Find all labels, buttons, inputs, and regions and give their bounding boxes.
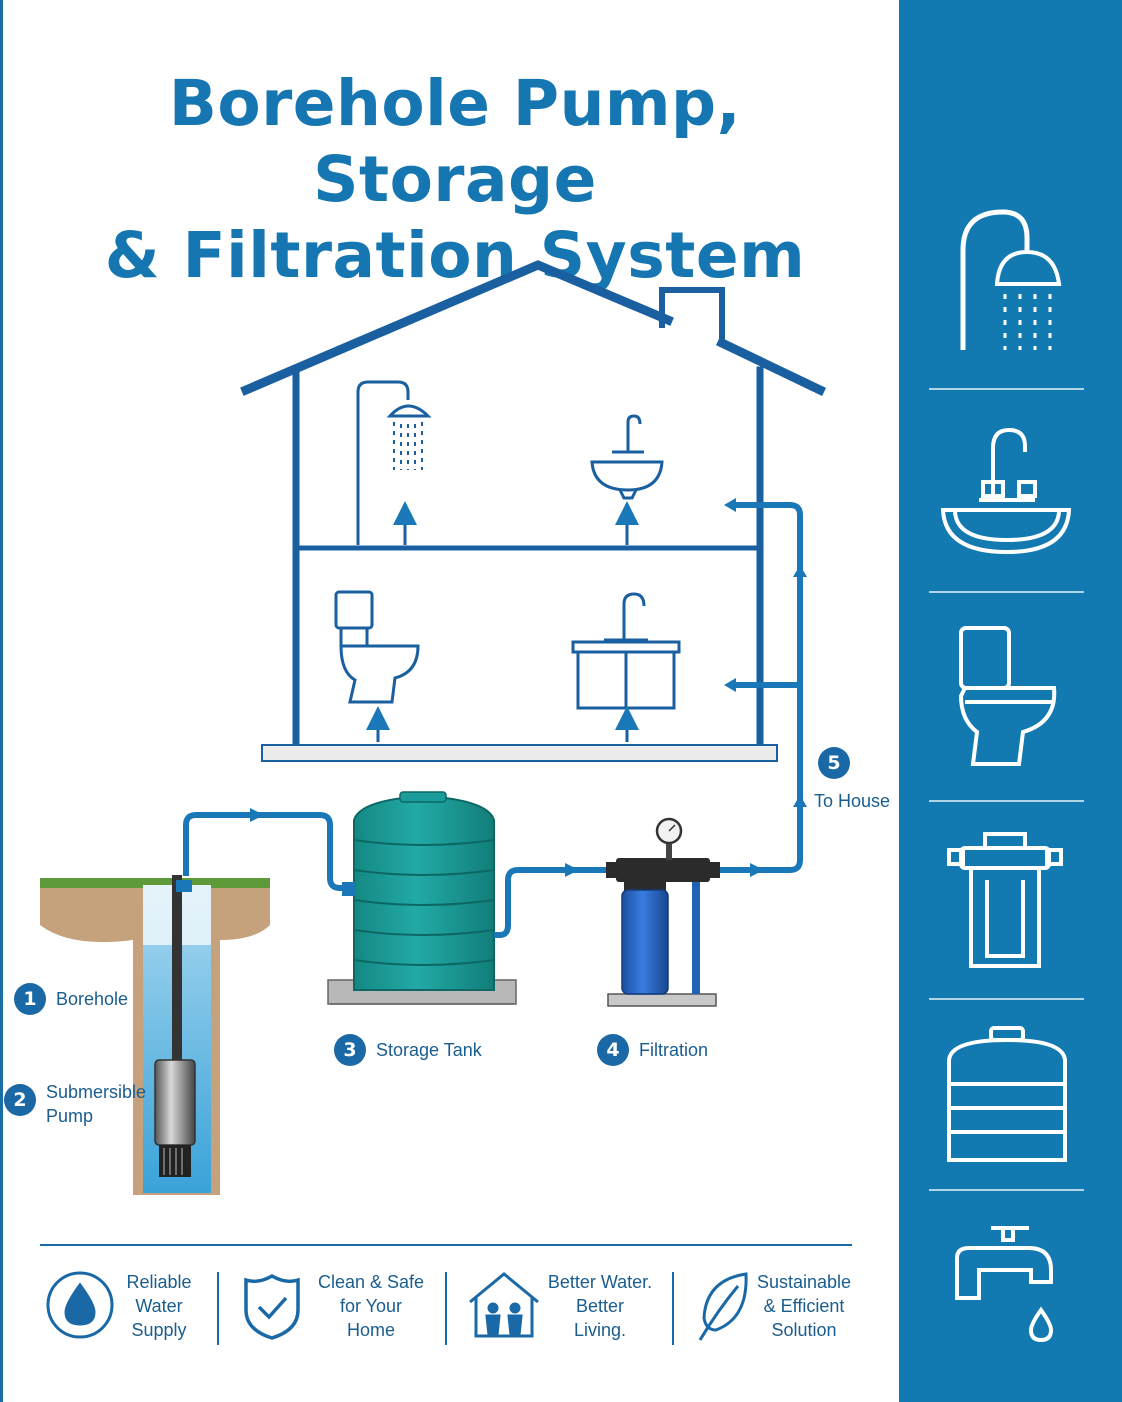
step-label-submersible-pump: Submersible Pump (46, 1080, 146, 1128)
water-tank-icon (947, 1026, 1067, 1162)
feature-sustainable: Sustainable & Efficient Solution (744, 1270, 864, 1342)
sidebar-icons (929, 209, 1084, 1343)
flow-arrow (250, 808, 264, 822)
water-filter-icon (947, 832, 1063, 968)
feature-line: Reliable (126, 1272, 192, 1292)
toilet-icon (334, 590, 420, 704)
submersible-pump (154, 875, 196, 1177)
ground-section (40, 878, 270, 1195)
toilet-icon (958, 626, 1057, 766)
title-line-2: & Filtration System (104, 219, 806, 292)
feature-line: Supply (131, 1320, 187, 1340)
feature-line: Home (346, 1320, 395, 1340)
sidebar (899, 0, 1122, 1402)
feature-reliable-water: Reliable Water Supply (99, 1270, 219, 1342)
house-supply-pipe (720, 502, 803, 873)
feature-line: & Efficient (763, 1296, 845, 1316)
step-label-line: Submersible (46, 1082, 147, 1102)
step-label-borehole: Borehole (56, 989, 129, 1009)
flow-arrow (750, 863, 764, 877)
pump-to-tank-pipe (183, 812, 355, 891)
step-label-filtration: Filtration (639, 1040, 709, 1060)
step-badge-1: 1 (14, 983, 46, 1015)
feature-clean-safe: Clean & Safe for Your Home (311, 1270, 431, 1342)
feature-line: for Your (339, 1296, 403, 1316)
feature-line: Water (135, 1296, 183, 1316)
flow-arrow (793, 795, 807, 807)
step-label-to-house: To House (814, 791, 891, 811)
system-diagram (40, 260, 827, 1195)
shower-icon (960, 209, 1062, 350)
step-label-storage-tank: Storage Tank (376, 1040, 482, 1060)
page-title: Borehole Pump, Storage & Filtration Syst… (30, 66, 880, 294)
feature-line: Living. (573, 1320, 627, 1340)
feature-line: Sustainable (756, 1272, 852, 1292)
step-badge-3: 3 (334, 1034, 366, 1066)
step-badge-2: 2 (4, 1084, 36, 1116)
storage-tank (327, 791, 517, 1005)
step-badge-5: 5 (818, 747, 850, 779)
sink-icon (940, 427, 1072, 555)
tap-icon (955, 1226, 1054, 1343)
step-badge-4: 4 (597, 1034, 629, 1066)
feature-line: Better (575, 1296, 625, 1316)
step-label-line: Pump (46, 1106, 94, 1126)
flow-arrow (724, 498, 736, 512)
house-floor-slab (261, 744, 778, 762)
flow-arrow (793, 565, 807, 577)
shower-icon (356, 380, 432, 545)
flow-arrow (565, 863, 579, 877)
feature-better-living: Better Water. Better Living. (540, 1270, 660, 1342)
feature-line: Better Water. (547, 1272, 653, 1292)
vanity-icon (571, 592, 681, 710)
flow-arrow (724, 678, 736, 692)
left-border (0, 0, 3, 1402)
title-line-1: Borehole Pump, Storage (168, 67, 742, 216)
house-outline (240, 260, 827, 746)
feature-line: Clean & Safe (317, 1272, 425, 1292)
basin-icon (590, 414, 664, 500)
feature-line: Solution (771, 1320, 837, 1340)
sidebar-dividers (929, 388, 1084, 1191)
filtration-unit (606, 817, 720, 1007)
